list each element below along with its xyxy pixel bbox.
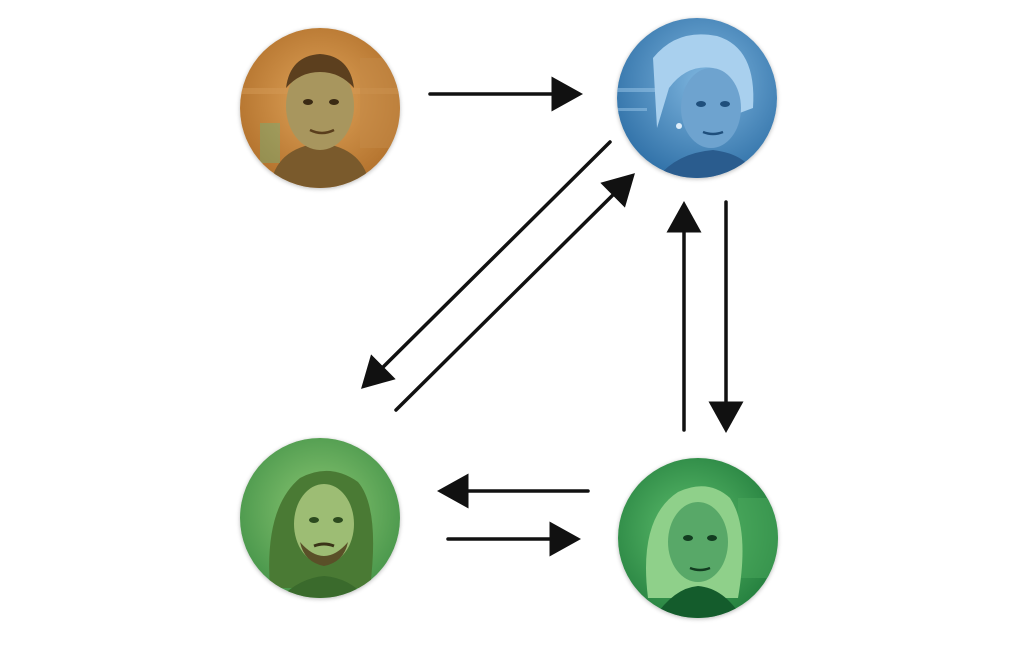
- portrait-node-d: [618, 458, 778, 618]
- person-b-portrait-icon: [617, 18, 777, 178]
- portrait-node-b: [617, 18, 777, 178]
- person-c-portrait-icon: [240, 438, 400, 598]
- portrait-node-c: [240, 438, 400, 598]
- portrait-node-a: [240, 28, 400, 188]
- person-d-portrait-icon: [618, 458, 778, 618]
- arrow-b-to-c: [361, 140, 612, 389]
- person-a-portrait-icon: [240, 28, 400, 188]
- arrow-c-to-b: [394, 173, 635, 412]
